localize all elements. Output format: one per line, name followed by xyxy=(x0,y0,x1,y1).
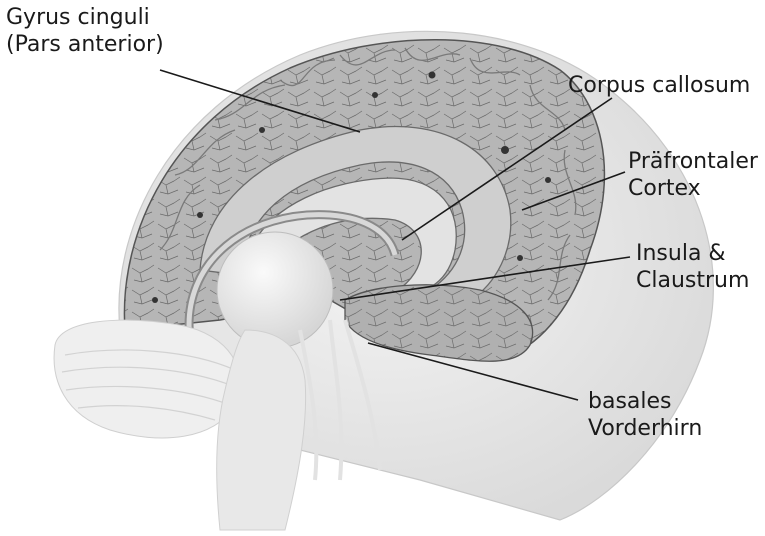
label-gyrus-cinguli-line2: (Pars anterior) xyxy=(6,31,164,58)
label-insula-claustrum-line2: Claustrum xyxy=(636,267,749,294)
label-gyrus-cinguli: Gyrus cinguli (Pars anterior) xyxy=(6,4,164,58)
label-corpus-callosum-line1: Corpus callosum xyxy=(568,72,750,99)
label-basales-vorderhirn-line2: Vorderhirn xyxy=(588,415,702,442)
label-basales-vorderhirn-line1: basales xyxy=(588,388,702,415)
label-praefrontaler-cortex-line1: Präfrontaler xyxy=(628,148,758,175)
label-basales-vorderhirn: basales Vorderhirn xyxy=(588,388,702,442)
label-insula-claustrum-line1: Insula & xyxy=(636,240,749,267)
label-insula-claustrum: Insula & Claustrum xyxy=(636,240,749,294)
label-praefrontaler-cortex-line2: Cortex xyxy=(628,175,758,202)
label-corpus-callosum: Corpus callosum xyxy=(568,72,750,99)
label-praefrontaler-cortex: Präfrontaler Cortex xyxy=(628,148,758,202)
label-gyrus-cinguli-line1: Gyrus cinguli xyxy=(6,4,164,31)
thalamus xyxy=(217,232,333,348)
